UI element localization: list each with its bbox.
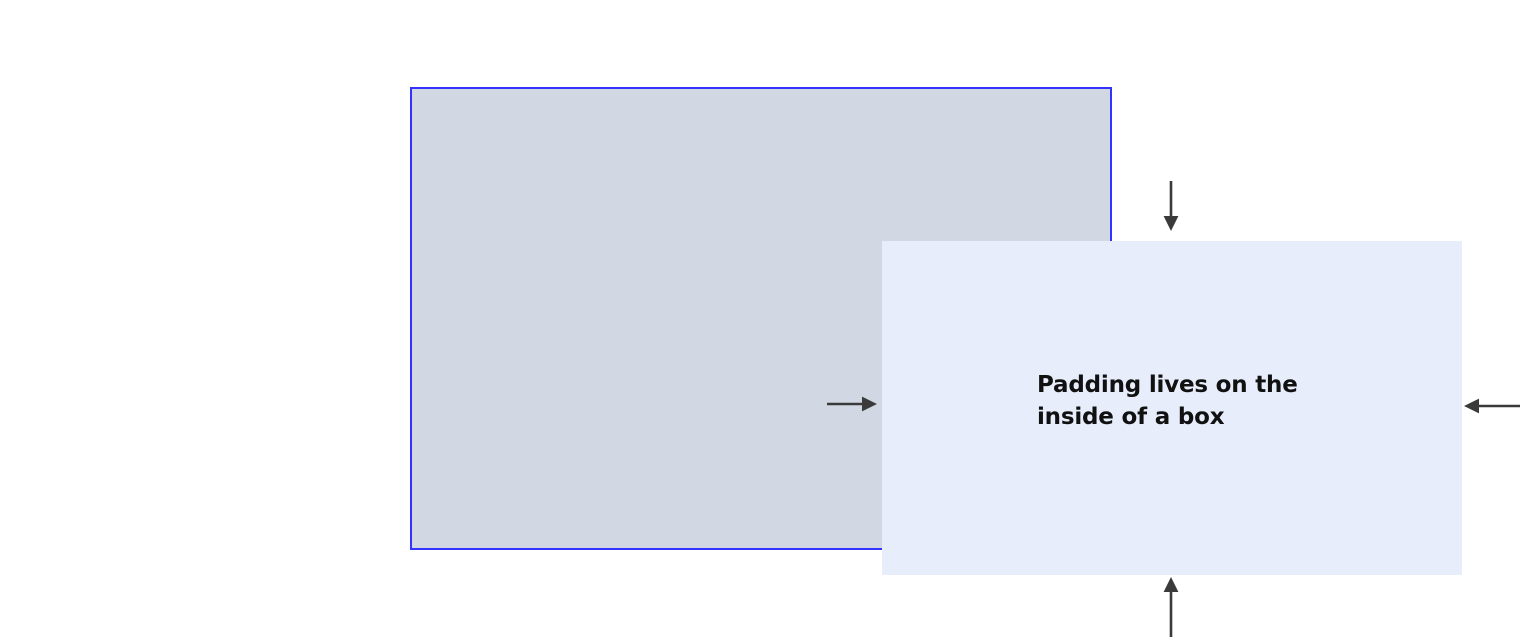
left-padding-arrow-icon [827,396,877,412]
content-box-label: Padding lives on the inside of a box [1037,372,1298,430]
bottom-padding-arrow-icon [1163,577,1179,637]
top-padding-arrow-icon [1163,181,1179,231]
right-padding-arrow-icon [1464,398,1520,414]
content-box: Padding lives on the inside of a box [882,241,1462,575]
padding-box: Padding lives on the inside of a box [410,87,1520,637]
